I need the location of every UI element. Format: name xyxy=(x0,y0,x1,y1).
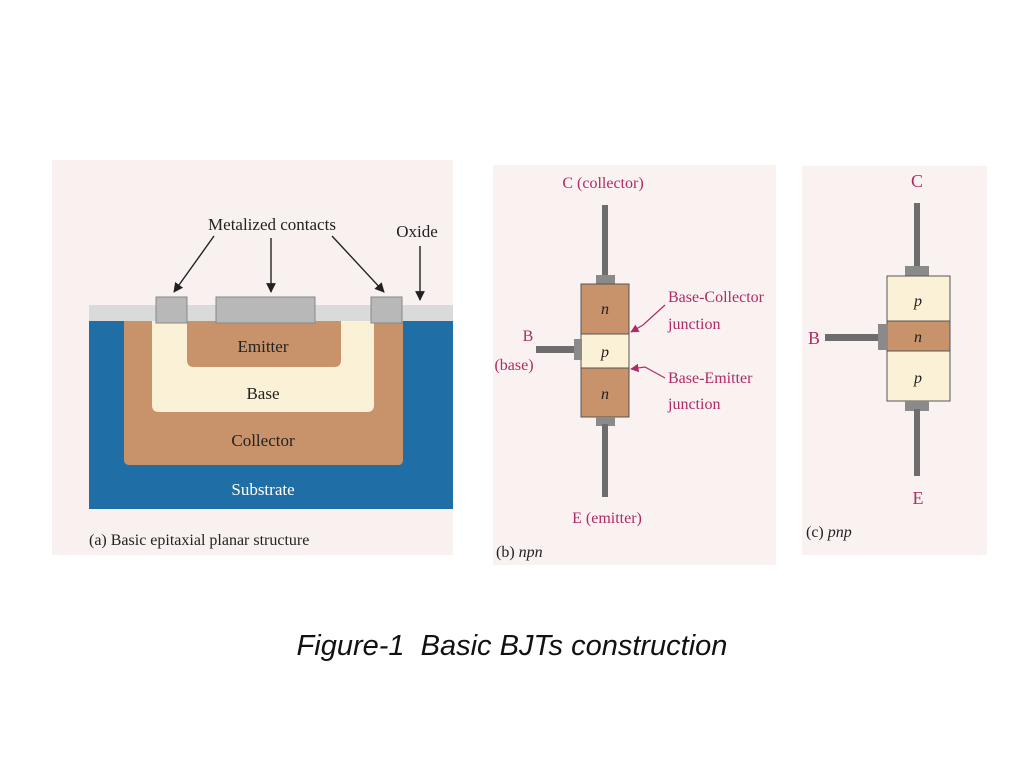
npn-base-word: (base) xyxy=(494,357,533,374)
collector-contact xyxy=(596,275,615,284)
pnp-layer-bot-label: p xyxy=(913,370,922,387)
npn-collector-label: C (collector) xyxy=(562,175,643,192)
bc-junction-label-line2: junction xyxy=(667,316,720,333)
emitter-region xyxy=(187,321,341,367)
npn-panel: n p n C (collector) B (base) Base-Collec… xyxy=(493,165,776,565)
emitter-label: Emitter xyxy=(238,337,289,356)
pnp-emitter-contact xyxy=(905,401,929,411)
pnp-collector-label: C xyxy=(911,171,923,191)
bc-junction-label-line1: Base-Collector xyxy=(668,289,765,306)
pnp-collector-contact xyxy=(905,266,929,276)
be-junction-label-line2: junction xyxy=(667,396,720,413)
npn-base-letter: B xyxy=(523,328,534,345)
emitter-lead xyxy=(602,424,608,497)
metal-contact-emitter xyxy=(215,296,316,324)
panel-c-caption: (c) pnp xyxy=(806,524,852,541)
pnp-layer-top-label: p xyxy=(913,293,922,310)
substrate-label: Substrate xyxy=(231,480,294,499)
panel-b-caption-type: npn xyxy=(519,544,543,561)
pnp-collector-lead xyxy=(914,203,920,269)
panel-c-caption-prefix: (c) xyxy=(806,524,828,541)
metal-contact-base-left xyxy=(155,296,188,324)
pnp-base-label: B xyxy=(808,328,820,348)
metal-contact-base-right xyxy=(370,296,403,324)
base-lead xyxy=(536,346,576,353)
epitaxial-structure-panel: Metalized contacts Oxide Emitter Base Co… xyxy=(52,160,453,555)
base-contact xyxy=(574,339,582,360)
arrow-to-left-contact xyxy=(173,235,215,293)
pnp-base-contact xyxy=(878,324,888,350)
npn-layer-mid-label: p xyxy=(600,344,609,361)
oxide-label: Oxide xyxy=(396,222,438,241)
arrow-to-right-contact xyxy=(331,235,385,293)
epitaxial-structure-diagram: Metalized contacts Oxide Emitter Base Co… xyxy=(89,215,453,549)
emitter-contact xyxy=(596,417,615,426)
panel-b-caption: (b) npn xyxy=(496,544,543,561)
npn-layer-top-label: n xyxy=(601,301,609,318)
base-label: Base xyxy=(246,384,279,403)
npn-emitter-label: E (emitter) xyxy=(572,510,642,527)
pnp-base-lead xyxy=(825,334,880,341)
panel-b-caption-prefix: (b) xyxy=(496,544,519,561)
figure-caption: Figure-1 Basic BJTs construction xyxy=(296,630,728,662)
collector-lead xyxy=(602,205,608,278)
panel-c-caption-type: pnp xyxy=(827,524,852,541)
pnp-layer-top xyxy=(886,275,951,322)
npn-diagram: n p n C (collector) B (base) Base-Collec… xyxy=(494,175,765,561)
pnp-layer-mid-label: n xyxy=(914,329,922,346)
pnp-diagram: p n p C B E (c) pnp xyxy=(806,171,951,541)
pnp-emitter-lead xyxy=(914,409,920,476)
pnp-emitter-label: E xyxy=(913,488,924,508)
collector-label: Collector xyxy=(231,431,295,450)
panel-a-caption: (a) Basic epitaxial planar structure xyxy=(89,532,309,549)
pnp-panel: p n p C B E (c) pnp xyxy=(802,166,987,555)
npn-layer-bot-label: n xyxy=(601,386,609,403)
base-emitter-junction-arrow xyxy=(630,363,666,379)
npn-layer-top xyxy=(580,283,630,335)
base-collector-junction-arrow xyxy=(630,304,666,333)
metalized-contacts-label: Metalized contacts xyxy=(208,215,336,234)
be-junction-label-line1: Base-Emitter xyxy=(668,370,753,387)
